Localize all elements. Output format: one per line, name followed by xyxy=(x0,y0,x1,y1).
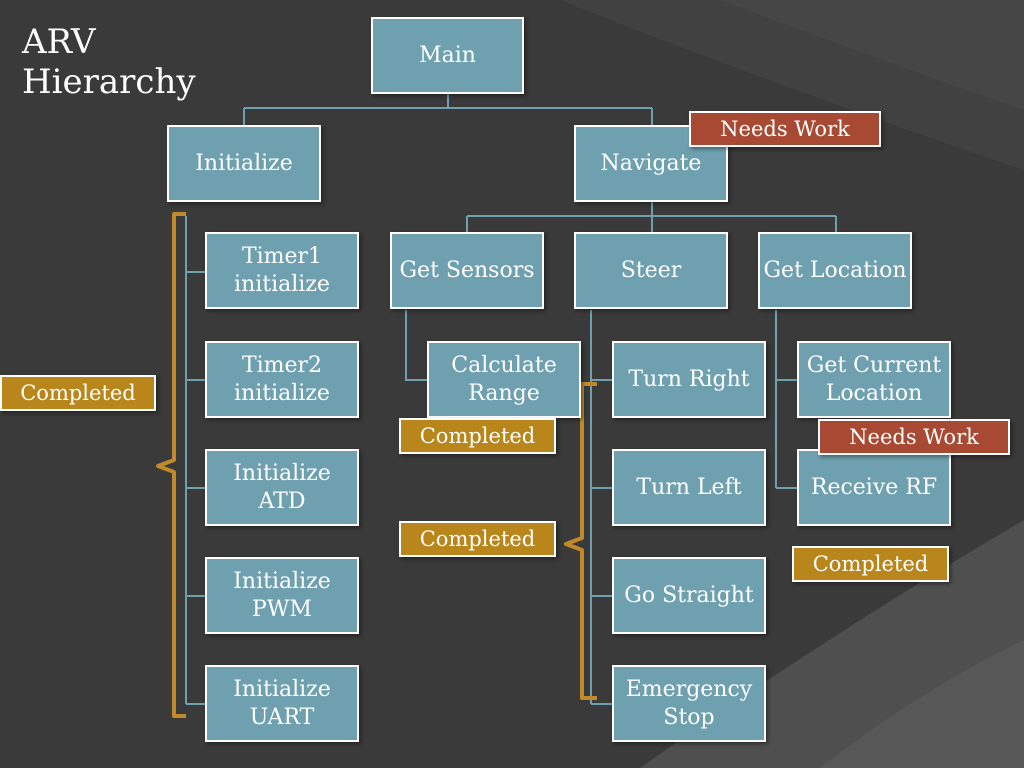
node-turn-left[interactable]: Turn Left xyxy=(612,449,766,526)
status-badge-initialize: Completed xyxy=(0,375,156,411)
node-calculate-range[interactable]: Calculate Range xyxy=(427,341,581,418)
title-line-1: ARV xyxy=(22,22,96,62)
page-title: ARV Hierarchy xyxy=(22,22,196,102)
node-get-current-location[interactable]: Get Current Location xyxy=(797,341,951,418)
node-steer[interactable]: Steer xyxy=(574,232,728,309)
status-badge-steer: Completed xyxy=(399,521,556,557)
node-turn-right[interactable]: Turn Right xyxy=(612,341,766,418)
node-timer1-initialize[interactable]: Timer1 initialize xyxy=(205,232,359,309)
steer-bracket xyxy=(564,382,597,700)
status-badge-calculate-range: Completed xyxy=(399,418,556,454)
node-go-straight[interactable]: Go Straight xyxy=(612,557,766,634)
node-initialize-uart[interactable]: Initialize UART xyxy=(205,665,359,742)
node-initialize-pwm[interactable]: Initialize PWM xyxy=(205,557,359,634)
node-main[interactable]: Main xyxy=(371,17,524,94)
node-emergency-stop[interactable]: Emergency Stop xyxy=(612,665,766,742)
node-initialize-atd[interactable]: Initialize ATD xyxy=(205,449,359,526)
node-timer2-initialize[interactable]: Timer2 initialize xyxy=(205,341,359,418)
node-initialize[interactable]: Initialize xyxy=(167,125,321,202)
initialize-bracket xyxy=(156,212,186,718)
status-badge-get-current-location: Needs Work xyxy=(818,419,1010,455)
node-get-location[interactable]: Get Location xyxy=(758,232,912,309)
node-get-sensors[interactable]: Get Sensors xyxy=(390,232,544,309)
status-badge-receive-rf: Completed xyxy=(792,546,949,582)
title-line-2: Hierarchy xyxy=(22,62,196,102)
status-badge-navigate: Needs Work xyxy=(689,111,881,147)
node-receive-rf[interactable]: Receive RF xyxy=(797,449,951,526)
